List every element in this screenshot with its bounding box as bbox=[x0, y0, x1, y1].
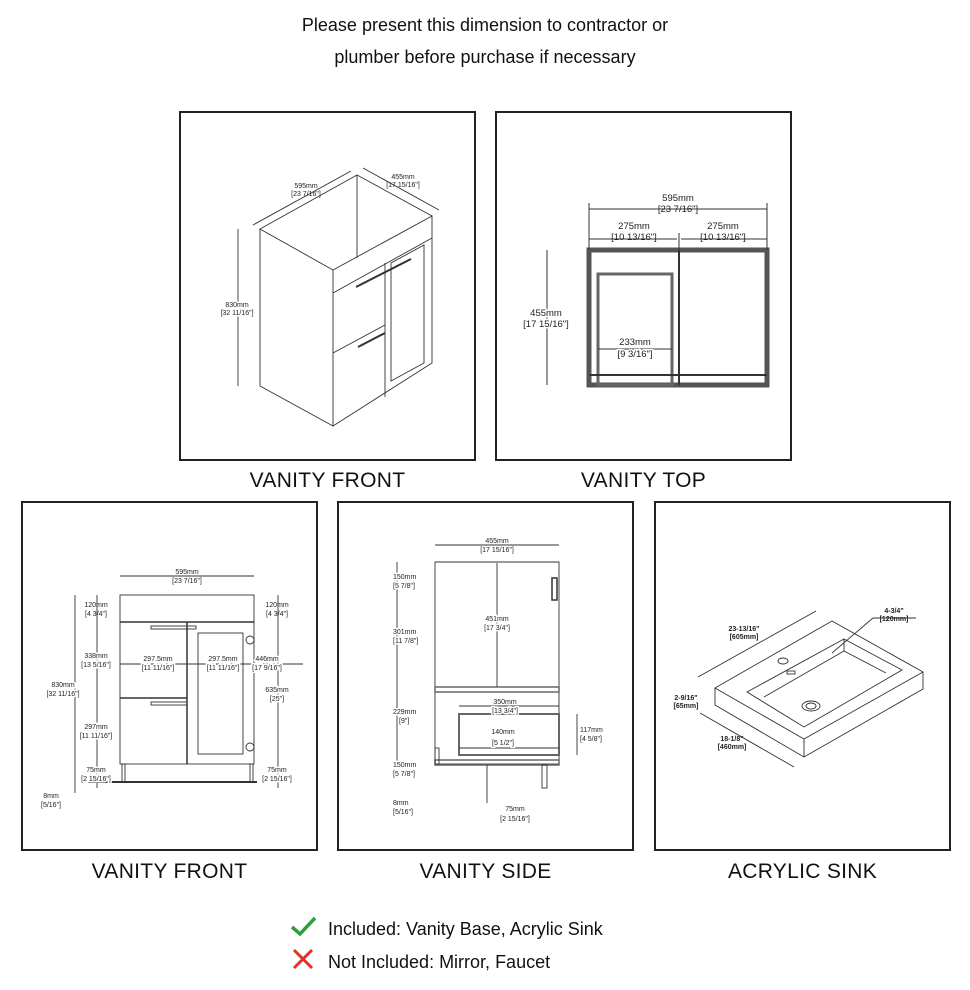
caption-vanity-front: VANITY FRONT bbox=[91, 860, 248, 883]
side-c-mm: 229mm bbox=[393, 709, 417, 716]
vanity-iso-drawing: 595mm [23 7/16"] 455mm [17 15/16"] 830mm… bbox=[219, 167, 440, 427]
sink-height-in: 2-9/16" bbox=[674, 695, 697, 702]
top-left-mm: 275mm bbox=[618, 221, 650, 232]
front-drawer1-in: [13 5/16"] bbox=[81, 662, 111, 669]
front-door-height-in: [25"] bbox=[270, 696, 284, 703]
vanity-front-drawing: 595mm [23 7/16"] 120mm [4 3/4"] 120mm [4… bbox=[40, 569, 303, 811]
side-inner-mm: 451mm bbox=[485, 616, 509, 623]
vanity-top-drawing: 595mm [23 7/16"] 275mm [10 13/16"] 275mm… bbox=[522, 193, 770, 388]
front-right-width-mm: 297.5mm bbox=[208, 656, 237, 663]
sink-length-in: 23-13/16" bbox=[729, 626, 760, 633]
front-leg-right-mm: 75mm bbox=[267, 767, 287, 774]
top-drawer-mm: 233mm bbox=[619, 337, 651, 348]
iso-depth-mm: 455mm bbox=[391, 174, 415, 181]
iso-height-in: [32 11/16"] bbox=[220, 310, 253, 317]
front-top-left-in: [4 3/4"] bbox=[85, 611, 107, 618]
side-c-in: [9"] bbox=[399, 718, 409, 725]
front-foot-mm: 8mm bbox=[43, 793, 59, 800]
front-leg-left-mm: 75mm bbox=[86, 767, 106, 774]
sink-depth-mm: [460mm] bbox=[718, 744, 747, 751]
side-a-in: [5 7/8"] bbox=[393, 583, 415, 590]
iso-depth-in: [17 15/16"] bbox=[386, 182, 420, 189]
front-door-mm: 446mm bbox=[255, 656, 279, 663]
front-width-mm: 595mm bbox=[175, 569, 199, 576]
top-right-in: [10 13/16"] bbox=[700, 232, 746, 243]
vanity-side-drawing: 455mm [17 15/16"] 150mm [5 7/8"] 301mm [… bbox=[392, 538, 605, 825]
front-drawer2-in: [11 11/16"] bbox=[80, 733, 113, 740]
front-top-right-in: [4 3/4"] bbox=[266, 611, 288, 618]
front-drawer1-mm: 338mm bbox=[84, 653, 108, 660]
top-right-mm: 275mm bbox=[707, 221, 739, 232]
sink-bowl-depth-mm: [120mm] bbox=[880, 616, 909, 623]
side-drawer-h-in: [4 5/8"] bbox=[580, 736, 602, 743]
side-foot-mm: 8mm bbox=[393, 800, 409, 807]
panel-vanity-side: 455mm [17 15/16"] 150mm [5 7/8"] 301mm [… bbox=[337, 501, 634, 851]
side-a-mm: 150mm bbox=[393, 574, 417, 581]
x-icon bbox=[288, 948, 318, 977]
side-drawer-inner-in: [5 1/2"] bbox=[492, 740, 514, 747]
side-b-in: [11 7/8"] bbox=[393, 638, 418, 645]
side-e-in: [5 7/8"] bbox=[393, 771, 415, 778]
panel-vanity-top: 595mm [23 7/16"] 275mm [10 13/16"] 275mm… bbox=[495, 111, 792, 461]
top-depth-in: [17 15/16"] bbox=[523, 319, 569, 330]
iso-width-mm: 595mm bbox=[294, 183, 318, 190]
acrylic-sink-drawing: 23-13/16" [605mm] 4-3/4" [120mm] 2-9/16"… bbox=[674, 608, 924, 768]
panel-acrylic-sink: 23-13/16" [605mm] 4-3/4" [120mm] 2-9/16"… bbox=[654, 501, 951, 851]
header-line-2: plumber before purchase if necessary bbox=[334, 47, 636, 67]
front-top-right-mm: 120mm bbox=[265, 602, 289, 609]
side-e-mm: 150mm bbox=[393, 762, 417, 769]
caption-vanity-front-iso: VANITY FRONT bbox=[249, 469, 406, 492]
front-leg-right-in: [2 15/16"] bbox=[262, 776, 292, 783]
side-leg-in: [2 15/16"] bbox=[500, 816, 530, 823]
front-foot-in: [5/16"] bbox=[41, 802, 61, 809]
side-depth-in: [17 15/16"] bbox=[480, 547, 514, 554]
sink-bowl-depth-in: 4-3/4" bbox=[884, 608, 903, 615]
header-line-1: Please present this dimension to contrac… bbox=[301, 15, 669, 35]
sink-height-mm: [65mm] bbox=[674, 703, 699, 710]
iso-width-in: [23 7/16"] bbox=[291, 191, 321, 198]
caption-acrylic-sink: ACRYLIC SINK bbox=[727, 860, 878, 883]
caption-vanity-side: VANITY SIDE bbox=[419, 860, 552, 883]
side-foot-in: [5/16"] bbox=[393, 809, 413, 816]
front-leg-left-in: [2 15/16"] bbox=[81, 776, 111, 783]
panel-vanity-front: 595mm [23 7/16"] 120mm [4 3/4"] 120mm [4… bbox=[21, 501, 318, 851]
iso-height-mm: 830mm bbox=[225, 302, 249, 309]
side-drawer-in: [13 3/4"] bbox=[492, 708, 518, 715]
sink-depth-in: 18-1/8" bbox=[720, 736, 743, 743]
check-icon bbox=[288, 915, 318, 944]
side-inner-in: [17 3/4"] bbox=[484, 625, 510, 632]
legend-included: Included: Vanity Base, Acrylic Sink bbox=[288, 915, 603, 944]
sink-length-mm: [605mm] bbox=[730, 634, 759, 641]
not-included-text: Not Included: Mirror, Faucet bbox=[328, 952, 551, 972]
panel-vanity-front-iso: 595mm [23 7/16"] 455mm [17 15/16"] 830mm… bbox=[179, 111, 476, 461]
caption-vanity-top: VANITY TOP bbox=[580, 469, 707, 492]
included-text: Included: Vanity Base, Acrylic Sink bbox=[328, 919, 603, 939]
side-b-mm: 301mm bbox=[393, 629, 417, 636]
front-height-mm: 830mm bbox=[51, 682, 75, 689]
top-depth-mm: 455mm bbox=[530, 308, 562, 319]
side-depth-mm: 455mm bbox=[485, 538, 509, 545]
front-width-in: [23 7/16"] bbox=[172, 578, 202, 585]
top-left-in: [10 13/16"] bbox=[611, 232, 657, 243]
front-drawer2-mm: 297mm bbox=[84, 724, 108, 731]
front-right-width-in: [11 11/16"] bbox=[207, 665, 240, 672]
front-height-in: [32 11/16"] bbox=[46, 691, 79, 698]
top-width-mm: 595mm bbox=[662, 193, 694, 204]
side-drawer-mm: 350mm bbox=[493, 699, 517, 706]
top-width-in: [23 7/16"] bbox=[658, 204, 698, 215]
front-top-left-mm: 120mm bbox=[84, 602, 108, 609]
top-drawer-in: [9 3/16"] bbox=[617, 349, 652, 360]
side-drawer-h-mm: 117mm bbox=[580, 727, 603, 734]
front-door-height-mm: 635mm bbox=[265, 687, 289, 694]
front-door-in: [17 9/16"] bbox=[252, 665, 282, 672]
side-leg-mm: 75mm bbox=[505, 806, 525, 813]
side-drawer-inner-mm: 140mm bbox=[491, 729, 515, 736]
front-left-width-mm: 297.5mm bbox=[143, 656, 172, 663]
front-left-width-in: [11 11/16"] bbox=[142, 665, 175, 672]
legend-not-included: Not Included: Mirror, Faucet bbox=[288, 948, 550, 977]
